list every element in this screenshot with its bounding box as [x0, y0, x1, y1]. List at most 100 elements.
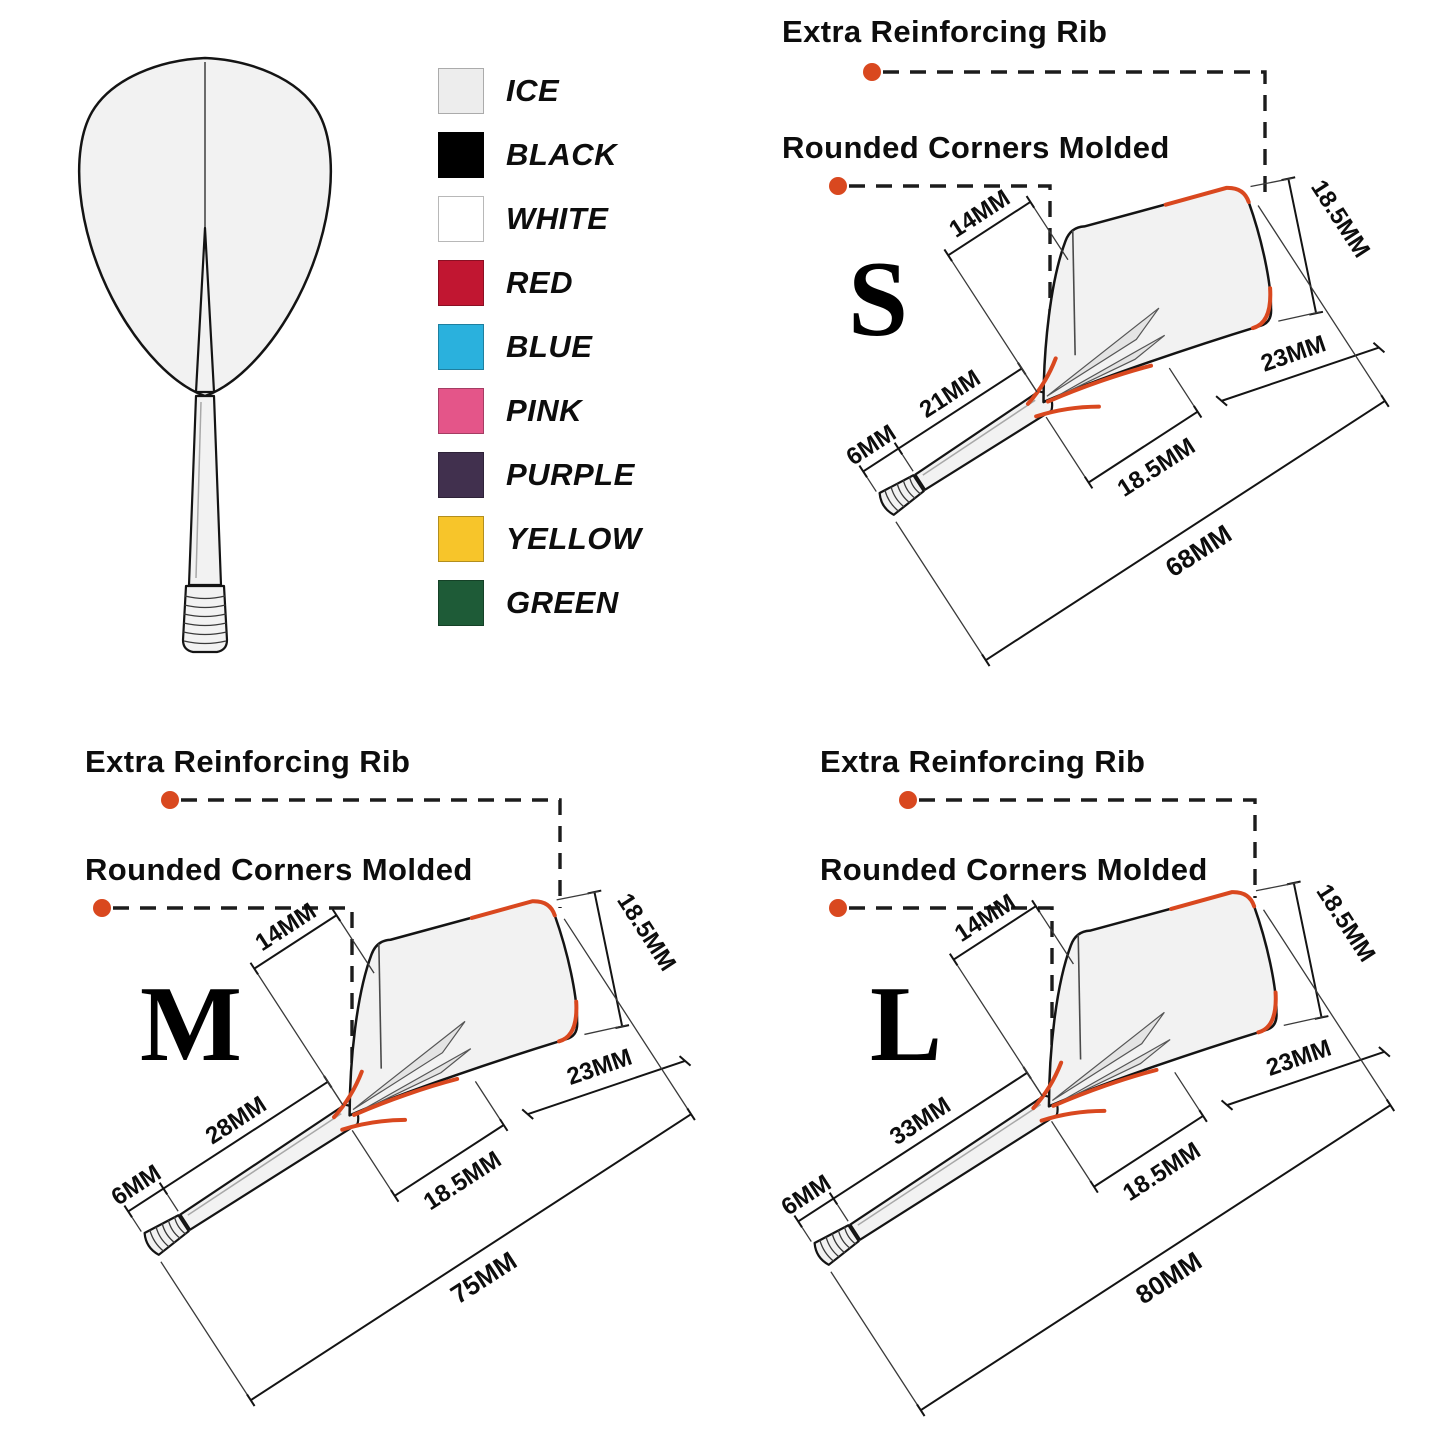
dart-assembly-m: 6MM 28MM 14MM 18.5MM [107, 889, 696, 1407]
dim-label-edge: 23MM [1257, 330, 1329, 377]
legend-label: PINK [506, 393, 583, 428]
flight-front-view [77, 56, 333, 654]
flight-slot-upper [1051, 1011, 1165, 1102]
rib-leader-dot [863, 63, 881, 81]
rounded-corner-highlight-upper [1031, 1060, 1064, 1111]
back-corner-highlight [557, 999, 579, 1044]
flight-outline [1047, 890, 1278, 1108]
dim-label-overall: 75MM [445, 1245, 522, 1310]
corners-leader-dot [93, 899, 111, 917]
flight-slot-lower [1056, 1039, 1171, 1105]
stem-shading-line [195, 401, 202, 579]
size-letter: M [140, 965, 242, 1084]
shaft-shading-line [857, 1103, 1042, 1226]
legend-item-red: RED [438, 260, 642, 306]
thread-ridges [819, 1226, 857, 1262]
color-swatch-ice [438, 68, 484, 114]
dim-label-height: 18.5MM [1305, 175, 1375, 262]
color-swatch-purple [438, 452, 484, 498]
bottom-edge-highlight [1045, 363, 1154, 404]
diagram-m-svg: Extra Reinforcing Rib Rounded Corners Mo… [85, 744, 696, 1407]
corners-annotation-label: Rounded Corners Molded [820, 852, 1208, 887]
flight-outline [348, 899, 579, 1117]
color-swatch-white [438, 196, 484, 242]
flight-crease-line [378, 943, 383, 1069]
legend-item-green: GREEN [438, 580, 642, 626]
reinforcing-rib-highlight [1163, 185, 1251, 207]
shaft-shading-line [922, 399, 1036, 476]
flight-slot-upper [352, 1020, 466, 1111]
legend-label: YELLOW [506, 521, 642, 556]
corners-leader-dot [829, 177, 847, 195]
thread-ridges [884, 476, 922, 512]
dim-label-tip: 6MM [777, 1169, 836, 1221]
color-swatch-pink [438, 388, 484, 434]
color-swatch-red [438, 260, 484, 306]
legend-item-yellow: YELLOW [438, 516, 642, 562]
rounded-corner-highlight-upper [1025, 356, 1058, 406]
color-swatch-green [438, 580, 484, 626]
shaft-shading-line [187, 1112, 342, 1216]
thread-ridges [183, 595, 227, 645]
back-corner-highlight [1250, 286, 1273, 331]
rib-leader-dot [161, 791, 179, 809]
color-swatch-black [438, 132, 484, 178]
bottom-edge-highlight [352, 1076, 460, 1117]
thread-ridges [149, 1216, 187, 1252]
rib-leader-dot [899, 791, 917, 809]
rounded-corner-highlight-upper [332, 1069, 364, 1120]
legend-label: WHITE [506, 201, 609, 236]
dim-label-base: 18.5MM [1113, 433, 1200, 503]
dim-label-edge: 23MM [1263, 1035, 1335, 1082]
flight-slot-upper [1046, 307, 1160, 397]
diagram-size-m: Extra Reinforcing Rib Rounded Corners Mo… [0, 720, 720, 1440]
thread-grip [181, 584, 229, 654]
legend-label: RED [506, 265, 573, 300]
corners-leader-dot [829, 899, 847, 917]
rounded-corner-highlight-lower [1034, 404, 1101, 419]
color-swatch-yellow [438, 516, 484, 562]
rib-leader-line [919, 798, 1257, 898]
legend-label: PURPLE [506, 457, 635, 492]
rib-annotation-label: Extra Reinforcing Rib [820, 744, 1145, 779]
flight-outline [1042, 186, 1273, 404]
rib-annotation-label: Extra Reinforcing Rib [782, 14, 1107, 49]
legend-label: ICE [506, 73, 560, 108]
flight-slot-lower [1051, 334, 1166, 400]
rib-leader-line [181, 798, 562, 908]
flight-crease-line [1071, 230, 1076, 356]
legend-item-black: BLACK [438, 132, 642, 178]
legend-item-blue: BLUE [438, 324, 642, 370]
legend-item-pink: PINK [438, 388, 642, 434]
bottom-edge-highlight [1051, 1067, 1159, 1108]
dim-label-edge: 23MM [564, 1044, 636, 1091]
legend-label: BLUE [506, 329, 593, 364]
diagram-size-l: Extra Reinforcing Rib Rounded Corners Mo… [720, 720, 1440, 1440]
dim-label-overall: 80MM [1130, 1246, 1207, 1311]
legend-item-ice: ICE [438, 68, 642, 114]
color-swatch-blue [438, 324, 484, 370]
flight-crease-line [1077, 934, 1082, 1060]
rib-annotation-label: Extra Reinforcing Rib [85, 744, 410, 779]
legend-item-purple: PURPLE [438, 452, 642, 498]
shaft [179, 1103, 360, 1231]
corners-annotation-label: Rounded Corners Molded [85, 852, 473, 887]
dart-assembly-l: 6MM 33MM 14MM 18.5MM [777, 880, 1396, 1417]
legend-label: BLACK [506, 137, 617, 172]
rounded-corner-highlight-lower [1039, 1108, 1107, 1123]
flight-overview-panel: ICE BLACK WHITE RED BLUE PINK [0, 0, 720, 720]
dim-label-overall: 68MM [1160, 518, 1237, 583]
size-letter: S [848, 240, 908, 359]
color-legend: ICE BLACK WHITE RED BLUE PINK [438, 68, 642, 626]
dim-label-base: 18.5MM [419, 1146, 506, 1216]
legend-item-white: WHITE [438, 196, 642, 242]
dim-label-base: 18.5MM [1118, 1137, 1205, 1207]
reinforcing-rib-highlight [469, 899, 557, 920]
rounded-corner-highlight-lower [340, 1117, 408, 1132]
flight-slot-lower [357, 1048, 472, 1114]
reinforcing-rib-highlight [1169, 890, 1257, 911]
legend-label: GREEN [506, 585, 619, 620]
dim-label-tip: 6MM [107, 1159, 166, 1211]
flight-slot-notch [194, 226, 216, 394]
